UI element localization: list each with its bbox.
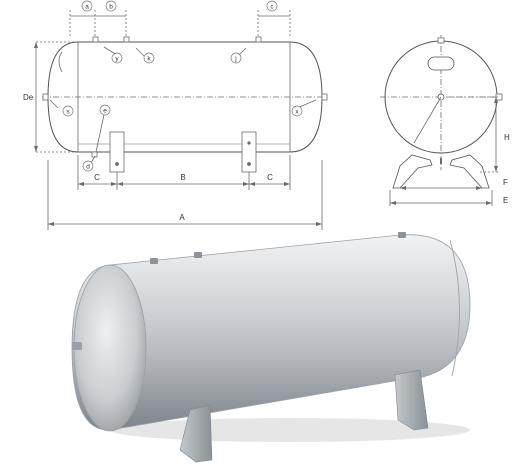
- dim-label-h: H: [504, 133, 510, 142]
- dim-label-c-right: C: [267, 173, 273, 182]
- dim-label-a: A: [179, 213, 185, 222]
- callout-j: j: [234, 56, 236, 63]
- callout-d: d: [86, 164, 90, 171]
- callout-x: x: [295, 109, 299, 116]
- left-saddle: [109, 131, 125, 173]
- dim-label-f: F: [503, 178, 508, 187]
- callout-y: y: [115, 56, 119, 63]
- dim-label-b: B: [180, 173, 185, 182]
- dim-label-c-left: C: [94, 173, 100, 182]
- callout-a: a: [85, 4, 89, 11]
- dim-label-de: De: [23, 93, 34, 102]
- callout-b: b: [109, 4, 113, 11]
- side-view: [35, 10, 328, 230]
- dim-label-e: E: [503, 196, 508, 205]
- dimension-arrows: [34, 42, 322, 226]
- end-left-saddle: [392, 154, 433, 189]
- callouts: a b c y k j s e d x: [62, 0, 303, 172]
- end-right-saddle: [449, 154, 490, 189]
- right-saddle: [241, 131, 257, 173]
- callout-e: e: [103, 108, 107, 115]
- callout-c: c: [270, 4, 274, 11]
- manhole-cover: [427, 56, 455, 71]
- end-view: [380, 35, 503, 206]
- tank-left-cap: [73, 264, 147, 432]
- tank-right-leg: [394, 369, 429, 431]
- callout-k: k: [147, 56, 151, 63]
- tank-left-leg: [179, 404, 213, 463]
- tank-illustration: [71, 232, 471, 463]
- callout-s: s: [66, 109, 70, 116]
